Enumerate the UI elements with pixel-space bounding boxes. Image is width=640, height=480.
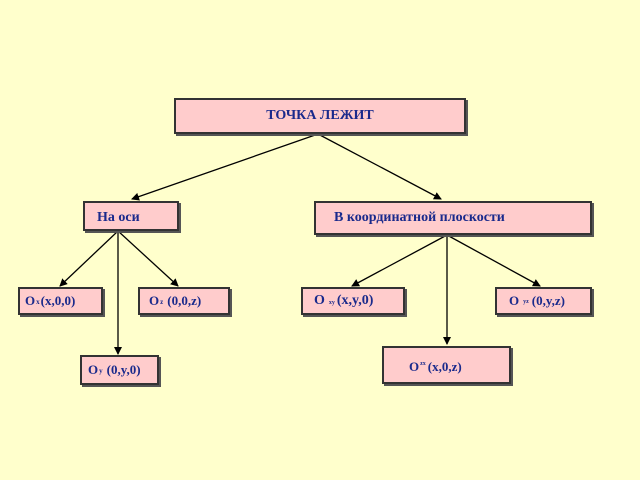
root-label: ТОЧКА ЛЕЖИТ [266,108,374,123]
plane-label: В координатной плоскости [334,210,505,225]
oxy-sub: xy [328,300,335,306]
arrow-plane-to-oxy [351,234,448,287]
oz-main: O [149,293,160,308]
ozx-coords: (x,0,z) [427,359,462,374]
oyz-main: O [509,293,520,308]
arrow-axis-to-oz [117,230,179,287]
axis-label: На оси [97,210,140,225]
oy-coords: (0,y,0) [106,362,141,377]
ox-coords: (x,0,0) [40,293,76,308]
ox-sub: x [36,298,40,306]
oxy-coords: (x,y,0) [336,293,374,308]
root-node: ТОЧКА ЛЕЖИТ [174,98,466,134]
oz-coords: (0,0,z) [167,293,202,308]
ox-main: O [25,293,36,308]
oyz-coords: (0,y,z) [531,293,566,308]
arrow-axis-to-ox [59,230,119,287]
oxy-main: O [314,293,325,308]
oyz-sub: yz [523,299,529,305]
arrow-plane-to-oyz [446,234,541,287]
ozx-sub: zx [420,361,426,367]
axis-node: На оси [83,201,179,231]
arrow-root-to-axis [131,133,319,201]
oy-main: O [88,362,99,377]
oz-sub: z [160,298,164,306]
oy-sub: y [99,367,103,375]
ozx-main: O [409,359,420,374]
arrow-root-to-plane [317,133,442,200]
plane-node: В координатной плоскости [314,201,592,235]
